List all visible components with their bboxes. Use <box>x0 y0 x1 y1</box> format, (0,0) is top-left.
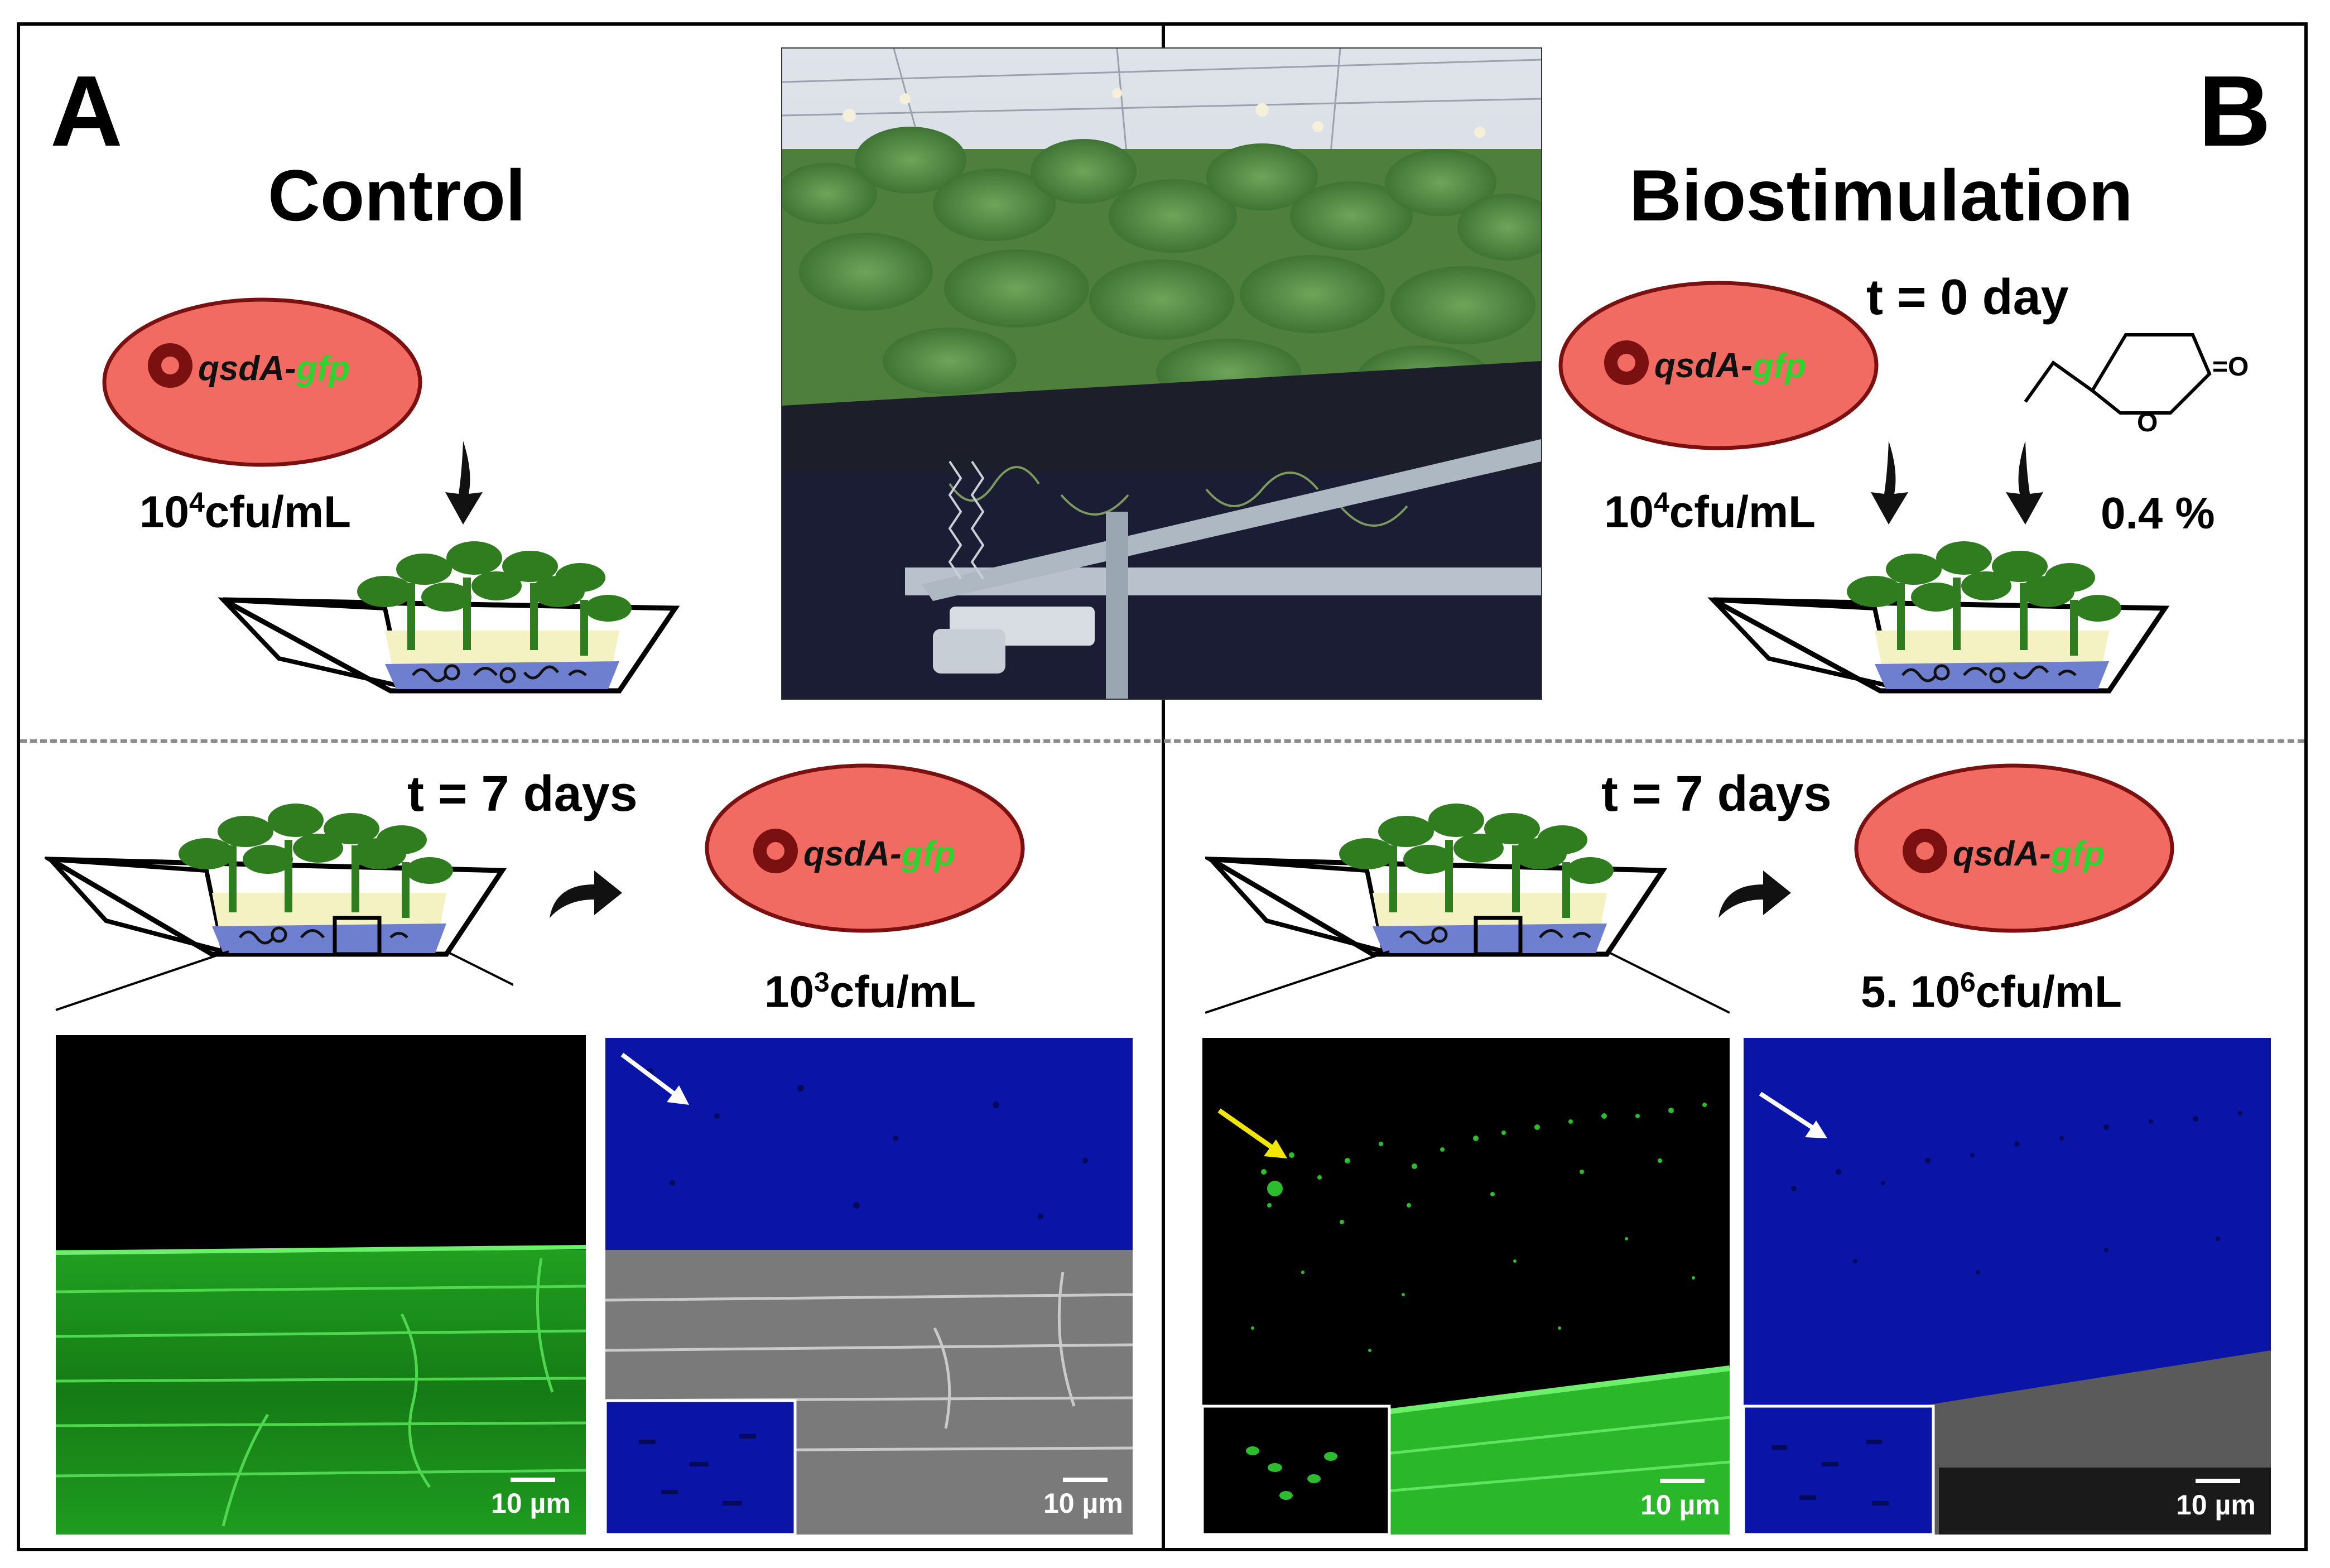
time-label-t7-biostim: t = 7 days <box>1601 766 1832 822</box>
micrograph-control-gfp: 10 µm <box>56 1035 586 1535</box>
curved-arrow-icon <box>547 865 625 921</box>
plant-tray-top-right <box>1707 536 2170 698</box>
arrow-down-icon-b2 <box>1992 441 2048 525</box>
panel-letter-b: B <box>2198 55 2271 167</box>
scale-bar-label-3: 10 µm <box>1640 1489 1720 1521</box>
panel-b-title: Biostimulation <box>1629 155 2133 236</box>
gene-name: qsdA <box>1654 347 1741 385</box>
reporter-name: gfp <box>1752 347 1807 385</box>
plant-tray-bottom-left <box>40 804 564 1027</box>
scale-bar-label-4: 10 µm <box>2176 1489 2256 1521</box>
inoculum-concentration-b: 104cfu/mL <box>1604 487 1816 537</box>
plant-tray-top-left <box>218 536 681 698</box>
time-label-t7-control: t = 7 days <box>407 766 638 822</box>
reporter-name: gfp <box>901 835 956 873</box>
gene-dash: - <box>1741 347 1753 385</box>
bacterium-cell-bottom-left: qsdA-gfp <box>703 762 1027 935</box>
bacterium-cell-bottom-right: qsdA-gfp <box>1852 762 2176 935</box>
scale-bar-line <box>511 1478 555 1482</box>
micrograph-biostim-dapi: 10 µm <box>1744 1038 2271 1535</box>
recovered-concentration-biostim: 5. 106cfu/mL <box>1861 966 2122 1017</box>
reporter-name: gfp <box>296 349 350 388</box>
reporter-name: gfp <box>2050 835 2105 873</box>
horizontal-dashed-divider <box>20 739 2304 743</box>
gene-dash: - <box>2039 835 2051 873</box>
time-label-t0: t = 0 day <box>1866 270 2069 325</box>
strain-label: qsdA-gfp <box>198 349 350 388</box>
carbonyl-label: =O <box>2212 352 2249 382</box>
white-arrow-icon-b <box>1755 1088 1833 1149</box>
curved-arrow-icon-b <box>1716 865 1794 921</box>
scale-bar-line-2 <box>1063 1478 1108 1482</box>
bacterium-cell-top-left: qsdA-gfp <box>100 296 424 469</box>
vertical-divider <box>1162 22 1165 1551</box>
bacterium-cell-top-right: qsdA-gfp <box>1557 279 1880 452</box>
lactone-molecule: O =O <box>2009 290 2282 437</box>
gene-name: qsdA <box>198 349 285 388</box>
scale-bar-line-4 <box>2196 1479 2240 1483</box>
white-arrow-icon <box>617 1049 695 1110</box>
micrograph-control-dapi: 10 µm <box>605 1038 1133 1535</box>
strain-label-b: qsdA-gfp <box>1654 346 1806 386</box>
arrow-down-icon <box>441 441 497 525</box>
arrow-down-icon-b1 <box>1866 441 1922 525</box>
strain-label-d: qsdA-gfp <box>1953 834 2105 874</box>
greenhouse-photo <box>781 47 1542 700</box>
scale-bar-label-2: 10 µm <box>1043 1488 1123 1519</box>
gene-name: qsdA <box>803 835 890 873</box>
panel-a-title: Control <box>268 155 526 236</box>
plant-tray-bottom-right <box>1201 804 1735 1027</box>
scale-bar-label: 10 µm <box>491 1488 571 1519</box>
panel-letter-a: A <box>50 55 123 167</box>
scale-bar-line-3 <box>1660 1479 1705 1483</box>
inoculum-concentration: 104cfu/mL <box>139 487 352 537</box>
lactone-dose: 0.4 % <box>2101 488 2215 538</box>
recovered-concentration-control: 103cfu/mL <box>764 966 976 1017</box>
gene-name: qsdA <box>1953 835 2039 873</box>
gene-dash: - <box>890 835 902 873</box>
micrograph-biostim-gfp: 10 µm <box>1202 1038 1730 1535</box>
ring-oxygen-label: O <box>2137 408 2158 437</box>
yellow-arrow-icon <box>1214 1105 1292 1166</box>
gene-dash: - <box>285 349 296 388</box>
strain-label-c: qsdA-gfp <box>803 834 955 874</box>
